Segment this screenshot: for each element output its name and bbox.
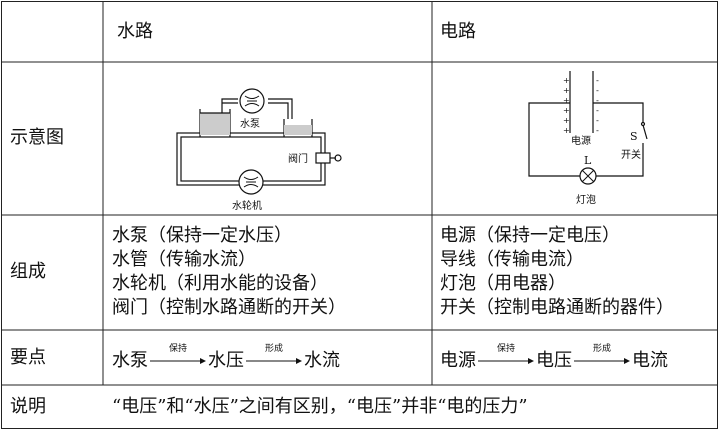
lamp-icon (579, 167, 597, 185)
valve-label: 阀门 (288, 152, 308, 165)
flow-term: 电压 (536, 350, 572, 371)
svg-text:-: - (596, 76, 599, 85)
list-item: 水泵（保持一定水压） (112, 225, 292, 246)
flow-term: 水泵 (112, 350, 148, 371)
source-label: 电源 (571, 134, 591, 147)
svg-text:+: + (563, 126, 570, 135)
svg-text:-: - (596, 116, 599, 125)
explanation-text: “电压”和“水压”之间有区别，“电压”并非“电的压力” (112, 396, 528, 417)
flow-arrow: 保持 (477, 344, 535, 368)
pump-label: 水泵 (240, 118, 260, 130)
switch-letter: S (630, 130, 638, 143)
flow-arrow: 形成 (245, 344, 303, 368)
svg-text:+: + (563, 76, 570, 85)
header-circuit: 电路 (440, 21, 476, 42)
turbine-label: 水轮机 (232, 199, 262, 212)
flow-term: 水流 (304, 350, 340, 371)
arrow-right-icon (246, 358, 302, 364)
arrow-right-icon (574, 358, 630, 364)
svg-text:-: - (596, 86, 599, 95)
lamp-label: 灯泡 (576, 193, 596, 206)
list-item: 开关（控制电路通断的器件） (440, 297, 674, 318)
svg-text:+: + (563, 96, 570, 105)
arrow-label: 保持 (168, 344, 187, 354)
row-label-explanation: 说明 (10, 396, 46, 417)
flow-arrow: 保持 (149, 344, 207, 368)
lamp-letter: L (584, 154, 592, 167)
circuit-key-flow: 电源 保持 电压 形成 电流 (440, 344, 668, 372)
header-water: 水路 (117, 21, 153, 42)
svg-text:+: + (563, 86, 570, 95)
list-item: 水轮机（利用水能的设备） (112, 273, 328, 294)
arrow-right-icon (150, 358, 206, 364)
svg-text:-: - (596, 126, 599, 135)
turbine-icon (238, 169, 264, 195)
flow-term: 电源 (440, 350, 476, 371)
list-item: 水管（传输水流） (112, 249, 256, 270)
list-item: 导线（传输电流） (440, 249, 584, 270)
arrow-label: 保持 (496, 344, 515, 354)
svg-text:+: + (563, 106, 570, 115)
arrow-right-icon (478, 358, 534, 364)
svg-text:-: - (596, 96, 599, 105)
row-label-composition: 组成 (10, 261, 46, 282)
switch-label: 开关 (621, 148, 641, 161)
row-label-key-points: 要点 (10, 347, 46, 368)
row-label-diagram: 示意图 (10, 127, 64, 148)
flow-term: 电流 (632, 350, 668, 371)
arrow-label: 形成 (592, 344, 611, 354)
svg-text:-: - (596, 106, 599, 115)
water-circuit-diagram: 水泵 阀门 水轮机 (176, 88, 342, 212)
water-key-flow: 水泵 保持 水压 形成 水流 (112, 344, 340, 372)
list-item: 电源（保持一定电压） (440, 225, 620, 246)
flow-term: 水压 (208, 350, 244, 371)
svg-text:+: + (563, 116, 570, 125)
electric-circuit-diagram: +++ +++ --- --- 电源 S 开关 L 灯泡 (528, 71, 648, 206)
flow-arrow: 形成 (573, 344, 631, 368)
pump-icon (239, 88, 265, 114)
list-item: 阀门（控制水路通断的开关） (112, 297, 346, 318)
arrow-label: 形成 (264, 344, 283, 354)
list-item: 灯泡（用电器） (440, 273, 566, 294)
